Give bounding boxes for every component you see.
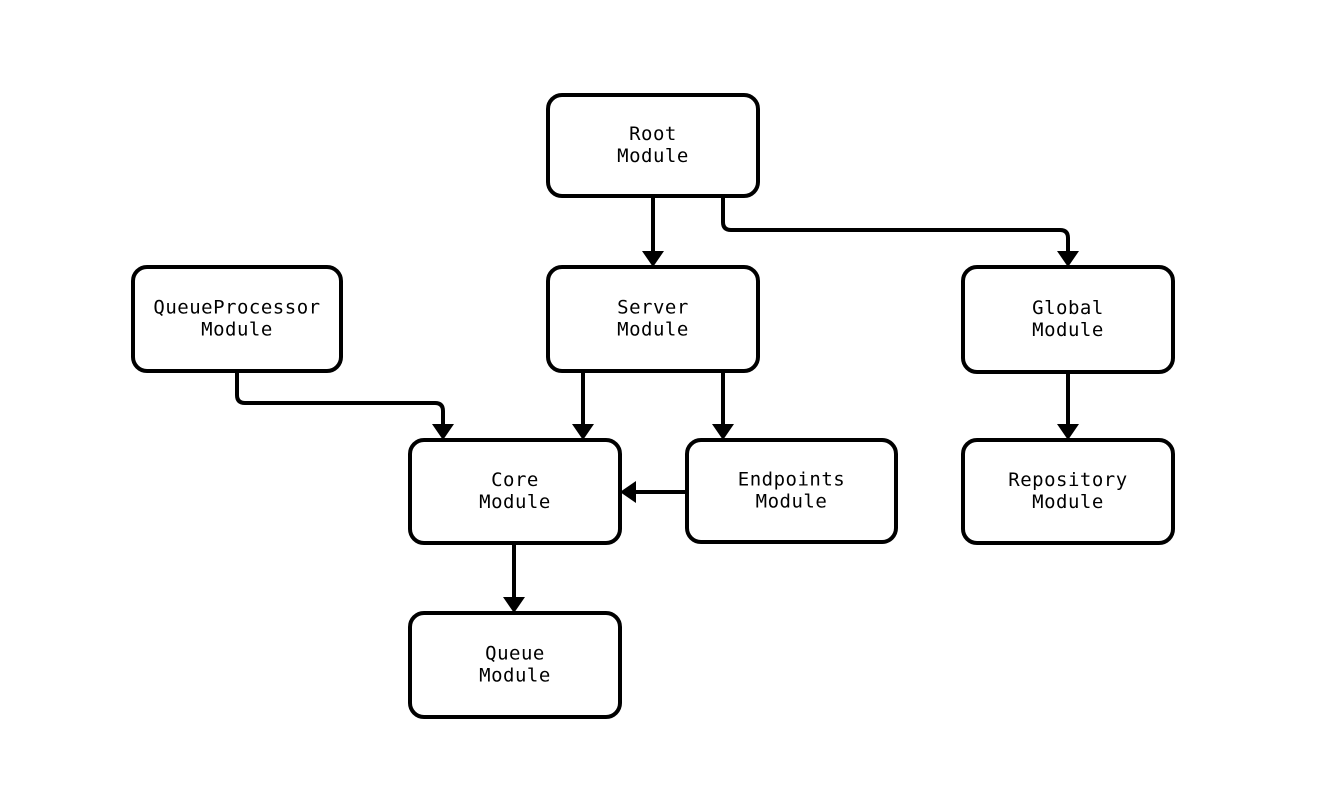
node-label-name: QueueProcessor xyxy=(153,297,320,319)
edge-server-to-endpoints xyxy=(712,371,734,440)
edge-server-to-core xyxy=(572,371,594,440)
edge-global-to-repository xyxy=(1057,372,1079,440)
edge-queueprocessor-to-core xyxy=(235,371,454,440)
node-label-kind: Module xyxy=(1032,319,1104,341)
nodes-layer: RootModuleQueueProcessorModuleServerModu… xyxy=(131,93,1175,719)
node-label-name: Endpoints xyxy=(738,469,845,491)
arrowhead-icon xyxy=(572,424,594,440)
node-label-kind: Module xyxy=(756,491,828,513)
edge-endpoints-to-core xyxy=(620,481,687,503)
node-box[interactable] xyxy=(546,265,760,373)
arrowhead-icon xyxy=(642,251,664,267)
edge-root-to-global xyxy=(721,196,1079,267)
node-box[interactable] xyxy=(131,265,343,373)
node-label-kind: Module xyxy=(479,665,551,687)
edges-layer xyxy=(235,196,1079,613)
edge-line xyxy=(235,371,445,426)
edge-line xyxy=(721,196,1070,253)
node-label-kind: Module xyxy=(617,319,689,341)
node-box[interactable] xyxy=(546,93,760,198)
edge-root-to-server xyxy=(642,196,664,267)
edge-core-to-queue xyxy=(503,543,525,613)
arrowhead-icon xyxy=(1057,251,1079,267)
node-label-kind: Module xyxy=(201,319,273,341)
arrowhead-icon xyxy=(1057,424,1079,440)
node-box[interactable] xyxy=(408,611,622,719)
node-label-name: Root xyxy=(629,123,677,145)
node-label-name: Core xyxy=(491,469,539,491)
arrowhead-icon xyxy=(620,481,636,503)
node-box[interactable] xyxy=(961,265,1175,374)
node-label-kind: Module xyxy=(617,145,689,167)
node-label-name: Queue xyxy=(485,643,545,665)
node-box[interactable] xyxy=(961,438,1175,545)
node-label-kind: Module xyxy=(1032,491,1104,513)
node-label-name: Repository xyxy=(1008,469,1127,491)
node-box[interactable] xyxy=(685,438,898,544)
node-box[interactable] xyxy=(408,438,622,545)
arrowhead-icon xyxy=(503,597,525,613)
node-label-name: Server xyxy=(617,297,689,319)
node-label-kind: Module xyxy=(479,491,551,513)
arrowhead-icon xyxy=(712,424,734,440)
arrowhead-icon xyxy=(432,424,454,440)
node-label-name: Global xyxy=(1032,297,1104,319)
